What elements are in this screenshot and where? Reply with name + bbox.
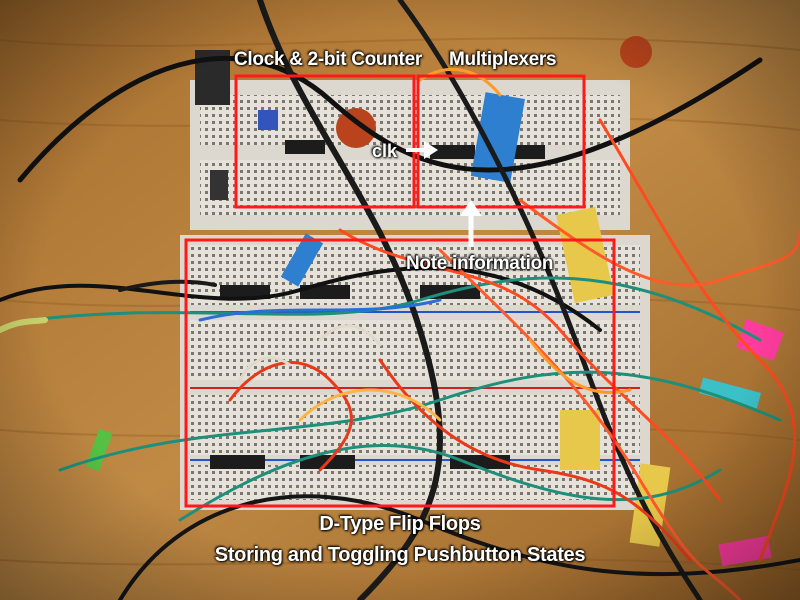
clock-counter-label: Clock & 2-bit Counter bbox=[234, 49, 422, 70]
clk-label: clk bbox=[372, 141, 398, 161]
note-information-label: Note information bbox=[406, 253, 554, 274]
multiplexers-label: Multiplexers bbox=[449, 49, 557, 70]
storing-toggling-label: Storing and Toggling Pushbutton States bbox=[214, 544, 586, 566]
flip-flops-label: D-Type Flip Flops bbox=[319, 513, 481, 535]
